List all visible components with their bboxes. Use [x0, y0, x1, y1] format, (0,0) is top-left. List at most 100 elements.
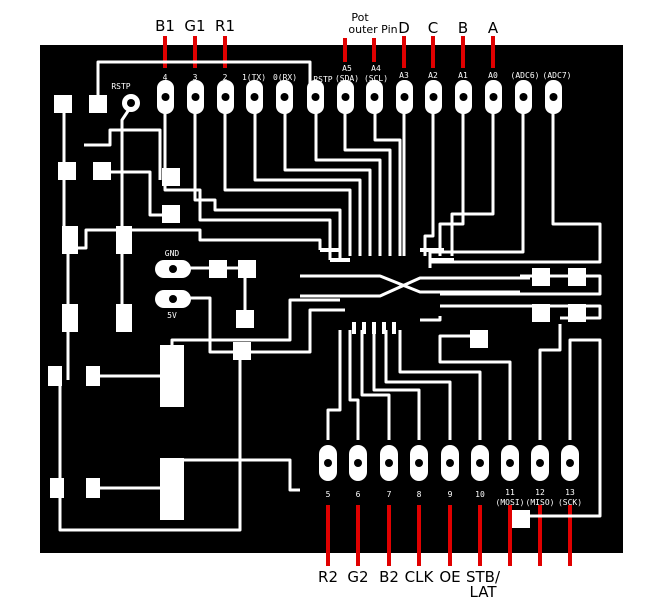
- chip-pins: [320, 248, 454, 334]
- label-lat: LAT: [470, 583, 498, 600]
- trace-left-bus-lower: [58, 360, 242, 532]
- pad-right-1: [532, 268, 550, 286]
- label-a: A: [488, 19, 499, 37]
- trace-big-pad-link: [170, 298, 340, 348]
- bottom-signal-labels: R2 G2 B2 CLK OE STB/ LAT: [318, 568, 501, 600]
- pin-label-a2: A2: [428, 71, 438, 80]
- trace-gnd-right: [420, 316, 442, 322]
- trace-p12: [538, 324, 562, 440]
- trace-p3: [193, 100, 342, 260]
- label-g1: G1: [184, 17, 205, 35]
- trace-rstp-loop: [96, 60, 312, 105]
- pin-label-rstp-small: RSTP: [111, 82, 130, 91]
- pad-mid-1: [238, 260, 256, 278]
- bottom-header-holes: [324, 459, 574, 467]
- pad-left-5: [162, 205, 180, 223]
- trace-a0: [450, 100, 495, 256]
- trace-pad-link-2: [100, 170, 170, 217]
- pin-label-sck: (SCK): [558, 498, 582, 507]
- pad-5v-sq: [233, 342, 251, 360]
- pin-label-a0: A0: [488, 71, 498, 80]
- trace-p1: [253, 100, 362, 256]
- trace-p0: [283, 100, 372, 256]
- pin-label-3: 3: [193, 73, 198, 82]
- pad-col2-top: [116, 226, 132, 254]
- label-clk: CLK: [405, 568, 435, 586]
- label-pot: Pot: [351, 11, 369, 24]
- pin-label-sda: (SDA): [335, 74, 359, 83]
- pin-label-a5: A5: [342, 64, 352, 73]
- pad-col1-top: [62, 226, 78, 254]
- trace-cross-1: [300, 274, 520, 294]
- label-d: D: [398, 19, 410, 37]
- label-stb: STB/: [466, 568, 501, 586]
- pin-label-8: 8: [417, 490, 422, 499]
- label-b: B: [458, 19, 468, 37]
- pad-led2-m: [86, 478, 100, 498]
- trace-cross-2: [300, 276, 530, 298]
- trace-p2: [223, 100, 352, 256]
- pin-label-scl: (SCL): [364, 74, 388, 83]
- trace-p8: [372, 330, 421, 440]
- pin-label-a1: A1: [458, 71, 468, 80]
- pin-label-a3: A3: [399, 71, 409, 80]
- gnd-label: GND: [165, 249, 180, 258]
- pin-label-miso: (MISO): [526, 498, 555, 507]
- trace-p6: [348, 330, 360, 440]
- top-pin-labels: 4 3 2 1(TX) 0(RX) RSTP RSTP A5 (SDA) A4 …: [111, 64, 571, 91]
- pad-led2-big: [160, 458, 184, 520]
- trace-p5: [326, 330, 342, 440]
- trace-p9: [384, 330, 452, 440]
- label-oe: OE: [439, 568, 460, 586]
- trace-pad-link-1: [84, 128, 162, 180]
- power-connector: GND 5V: [155, 249, 191, 320]
- pad-right-4: [568, 304, 586, 322]
- trace-p10: [398, 330, 482, 440]
- pad-right-5: [470, 330, 488, 348]
- trace-p11: [438, 334, 512, 440]
- pad-led1-l: [48, 366, 62, 386]
- pad-col1-bot: [62, 304, 78, 332]
- pad-right-3: [532, 304, 550, 322]
- top-header-holes: [161, 93, 558, 101]
- pad-led2-l: [50, 478, 64, 498]
- pin-label-0rx: 0(RX): [273, 73, 297, 82]
- pad-right-2: [568, 268, 586, 286]
- pin-label-5: 5: [326, 490, 331, 499]
- pin-label-a4: A4: [371, 64, 381, 73]
- label-b1: B1: [155, 17, 175, 35]
- trace-adc7: [430, 100, 602, 264]
- trace-a4: [373, 100, 402, 256]
- pad-bottom-sq: [512, 510, 530, 528]
- pad-left-4: [162, 168, 180, 186]
- pin-label-adc7: (ADC7): [543, 71, 572, 80]
- pin-label-6: 6: [356, 490, 361, 499]
- trace-p13: [520, 338, 602, 518]
- pin-label-7: 7: [387, 490, 392, 499]
- pin-label-mosi: (MOSI): [496, 498, 525, 507]
- pad-col2-bot: [116, 304, 132, 332]
- trace-left-col2: [120, 107, 132, 240]
- pin-label-12: 12: [535, 488, 545, 497]
- signal-markers: [163, 36, 572, 566]
- trace-rstp: [314, 100, 382, 256]
- pin-label-1tx: 1(TX): [242, 73, 266, 82]
- label-g2: G2: [347, 568, 368, 586]
- pin-label-2: 2: [223, 73, 228, 82]
- pin-label-rstp-left: RSTP: [313, 75, 332, 84]
- trace-pad-link-3: [64, 228, 322, 250]
- pin-label-4: 4: [163, 73, 168, 82]
- pad-led1-big: [160, 345, 184, 407]
- trace-a5: [343, 100, 392, 256]
- pad-mid-2: [236, 310, 254, 328]
- pad-left-1: [54, 95, 72, 113]
- trace-right-1: [440, 274, 602, 296]
- 5v-label: 5V: [167, 311, 177, 320]
- top-signal-labels: B1 G1 R1 Pot outer Pin D C B A: [155, 11, 499, 37]
- label-r2: R2: [318, 568, 338, 586]
- trace-p7: [360, 330, 391, 440]
- pin-label-adc6: (ADC6): [511, 71, 540, 80]
- label-r1: R1: [215, 17, 235, 35]
